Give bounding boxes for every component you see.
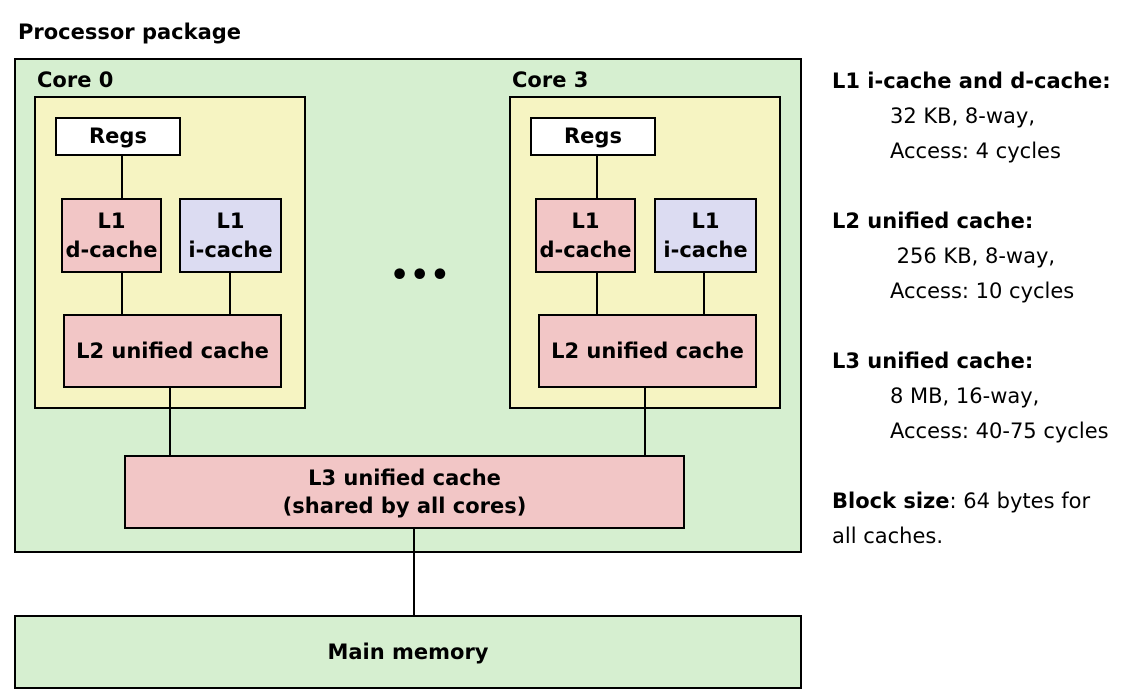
connector-l3-memory [413,528,415,616]
connector-l2-l3-core3 [644,387,646,456]
main-memory: Main memory [14,615,802,689]
l1i-line2: i-cache [663,237,748,262]
regs-label: Regs [89,124,147,149]
core-3-label: Core 3 [512,68,589,92]
l2-cache-core3: L2 unified cache [538,314,757,388]
processor-package-title: Processor package [18,20,242,44]
connector-l1i-l2-core0 [229,272,231,315]
l3-line2: (shared by all cores) [282,494,527,518]
l1d-line1: L1 [571,209,600,234]
l1i-line2: i-cache [188,237,273,262]
spec-l1: L1 i-cache and d-cache: 32 KB, 8-way, Ac… [832,64,1111,169]
main-memory-label: Main memory [327,639,489,664]
connector-l2-l3-core0 [169,387,171,456]
connector-regs-l1d-core3 [596,155,598,199]
regs-label: Regs [564,124,622,149]
l1d-line1: L1 [97,209,126,234]
spec-l3-line1: 8 MB, 16-way, [890,384,1040,408]
l2-label: L2 unified cache [551,338,744,363]
l1-dcache-core0: L1 d-cache [61,198,162,273]
l1-icache-core3: L1 i-cache [654,198,757,273]
spec-l3-line2: Access: 40-75 cycles [890,419,1109,443]
spec-l3-heading: L3 unified cache: [832,349,1034,373]
spec-block-heading: Block size [832,489,950,513]
l3-cache: L3 unified cache (shared by all cores) [124,455,685,529]
connector-regs-l1d-core0 [121,155,123,199]
spec-block-line2: all caches. [832,524,944,548]
l1i-line1: L1 [691,209,720,234]
regs-core0: Regs [55,117,181,156]
spec-block-text: : 64 bytes for [949,489,1091,513]
l3-line1: L3 unified cache [308,465,501,490]
spec-l2-line1: 256 KB, 8-way, [890,244,1056,268]
more-cores-ellipsis: ••• [390,258,451,293]
l2-cache-core0: L2 unified cache [63,314,282,388]
spec-l1-line2: Access: 4 cycles [890,139,1061,163]
connector-l1d-l2-core3 [596,272,598,315]
spec-l1-heading: L1 i-cache and d-cache: [832,69,1111,93]
l1d-line2: d-cache [539,237,632,262]
core-0-label: Core 0 [37,68,114,92]
l1-icache-core0: L1 i-cache [179,198,282,273]
spec-l3: L3 unified cache: 8 MB, 16-way, Access: … [832,344,1109,449]
l1i-line1: L1 [216,209,245,234]
spec-l1-line1: 32 KB, 8-way, [890,104,1036,128]
spec-block-size: Block size: 64 bytes for all caches. [832,484,1090,554]
connector-l1i-l2-core3 [703,272,705,315]
l2-label: L2 unified cache [76,338,269,363]
l1d-line2: d-cache [65,237,158,262]
l1-dcache-core3: L1 d-cache [535,198,636,273]
regs-core3: Regs [530,117,656,156]
spec-l2-line2: Access: 10 cycles [890,279,1075,303]
spec-l2-heading: L2 unified cache: [832,209,1034,233]
connector-l1d-l2-core0 [121,272,123,315]
spec-l2: L2 unified cache: 256 KB, 8-way, Access:… [832,204,1074,309]
